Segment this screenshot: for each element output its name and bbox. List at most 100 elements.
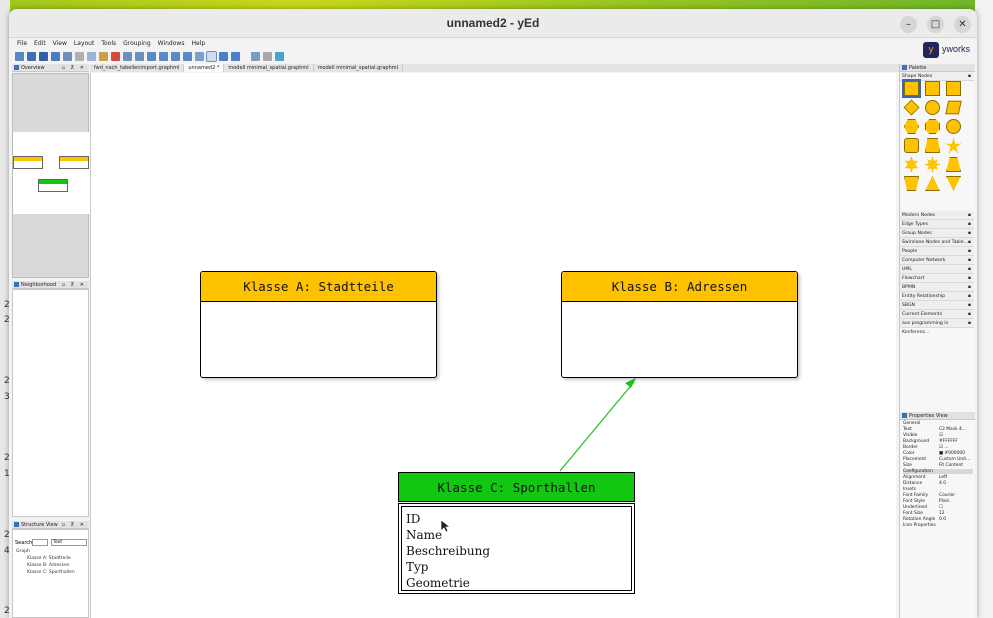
palette-section[interactable]: Computer Network▪ [900, 256, 974, 265]
palette-section[interactable]: Edge Types▪ [900, 220, 974, 229]
shape-star6-icon[interactable] [905, 157, 918, 172]
tree-item-node-b[interactable]: Klasse B: Adressen [27, 563, 70, 568]
interactive-mode-icon[interactable] [231, 51, 240, 61]
overview-controls[interactable]: ▫ ⊼ ✕ [61, 65, 86, 71]
palette-section[interactable]: SBGN▪ [900, 301, 974, 310]
snap-icon[interactable] [251, 51, 260, 61]
shape-circle-icon[interactable] [946, 119, 961, 134]
shape-parallelogram-icon[interactable] [945, 100, 962, 115]
menu-help[interactable]: Help [191, 40, 206, 47]
node-c-attribute-box[interactable]: ID Name Beschreibung Typ Geometrie [401, 506, 632, 591]
palette-section[interactable]: People▪ [900, 247, 974, 256]
delete-icon[interactable] [111, 51, 120, 61]
save-as-icon[interactable] [51, 51, 60, 61]
edge-c-to-b[interactable] [559, 381, 635, 472]
shape-star8-icon[interactable] [925, 157, 940, 172]
tab-document[interactable]: modell minimal_spatial.graphml [224, 64, 314, 72]
neighborhood-panel[interactable] [12, 289, 89, 517]
palette-section[interactable]: Current Elements▪ [900, 310, 974, 319]
shape-trapezoid-up-icon[interactable] [946, 157, 961, 172]
menu-layout[interactable]: Layout [73, 40, 95, 47]
minimize-button[interactable]: – [900, 16, 917, 33]
menu-file[interactable]: File [17, 40, 28, 47]
neighborhood-controls[interactable]: ▫ ⊼ ✕ [61, 282, 86, 288]
shape-hexagon-icon[interactable] [904, 119, 919, 134]
close-button[interactable]: ✕ [954, 16, 971, 33]
tab-document-active[interactable]: unnamed2 * [184, 64, 225, 72]
menu-tools[interactable]: Tools [101, 40, 117, 47]
structure-filter-select[interactable]: Text [51, 539, 87, 546]
structure-search-input[interactable] [32, 539, 48, 546]
tab-document[interactable]: modell minimal_spatial.graphml [314, 64, 404, 72]
property-row[interactable]: Color■ #000000 [903, 451, 965, 456]
cut-icon[interactable] [75, 51, 84, 61]
navigate-mode-icon[interactable] [219, 51, 228, 61]
shape-rounded-rect-icon[interactable] [904, 138, 919, 153]
open-file-icon[interactable] [27, 51, 36, 61]
palette-section-shape-nodes[interactable]: Shape Nodes▪ [900, 72, 974, 81]
edit-mode-icon[interactable] [206, 50, 217, 62]
redo-icon[interactable] [135, 51, 144, 61]
property-row[interactable]: Visible☑ [903, 433, 943, 438]
palette-section[interactable]: BPMN▪ [900, 283, 974, 292]
structure-controls[interactable]: ▫ ⊼ ✕ [61, 522, 86, 528]
fit-content-icon[interactable] [195, 51, 204, 61]
print-icon[interactable] [63, 51, 72, 61]
tab-document[interactable]: fwd_nach_tabellenimport.graphml [90, 64, 185, 72]
property-row[interactable]: Icon Properties [903, 523, 936, 528]
node-klasse-a[interactable]: Klasse A: Stadtteile [200, 271, 437, 378]
node-klasse-c[interactable]: Klasse C: Sporthallen ID Name Beschreibu… [398, 472, 635, 595]
shape-trapezoid-icon[interactable] [925, 138, 940, 153]
menu-edit[interactable]: Edit [34, 40, 46, 47]
graph-canvas[interactable]: Klasse A: Stadtteile Klasse B: Adressen … [90, 73, 896, 618]
new-file-icon[interactable] [15, 51, 24, 61]
title-bar[interactable]: unnamed2 - yEd – □ ✕ [9, 9, 977, 38]
property-row[interactable]: Insets [903, 487, 917, 492]
tree-item-node-a[interactable]: Klasse A: Stadtteile [27, 556, 71, 561]
save-icon[interactable] [39, 51, 48, 61]
shape-star5-icon[interactable] [946, 138, 961, 153]
palette-section[interactable]: aus programming in Konferenz...▪ [900, 319, 974, 335]
palette-section[interactable]: Swimlane Nodes and Table...▪ [900, 238, 974, 247]
shape-trapezoid-down-icon[interactable] [904, 176, 919, 191]
shape-triangle-down-icon[interactable] [946, 176, 961, 191]
shape-rect-shadow-icon[interactable] [925, 81, 940, 96]
shape-diamond-icon[interactable] [903, 99, 920, 116]
property-row[interactable]: Border☑ ... [903, 445, 949, 450]
palette-section[interactable]: Flowchart▪ [900, 274, 974, 283]
overview-panel[interactable] [12, 73, 90, 278]
menu-grouping[interactable]: Grouping [123, 40, 151, 47]
zoom-in-icon[interactable] [147, 51, 156, 61]
zoom-fit-icon[interactable] [171, 51, 180, 61]
shape-triangle-icon[interactable] [925, 176, 940, 191]
overview-viewport[interactable] [13, 132, 90, 214]
layout-icon[interactable] [275, 51, 284, 61]
property-row[interactable]: Underlined☐ [903, 505, 943, 510]
copy-icon[interactable] [87, 51, 96, 61]
palette-section[interactable]: UML▪ [900, 265, 974, 274]
tree-item-node-c[interactable]: Klasse C: Sporthallen [27, 570, 75, 575]
palette-section[interactable]: Modern Nodes▪ [900, 211, 974, 220]
property-row[interactable]: Background#FFFFFF [903, 439, 958, 444]
property-row[interactable]: Configuration [903, 469, 973, 474]
maximize-button[interactable]: □ [927, 16, 944, 33]
shape-rect-3d-icon[interactable] [946, 81, 961, 96]
shape-ellipse-icon[interactable] [925, 100, 940, 115]
palette-section[interactable]: Group Nodes▪ [900, 229, 974, 238]
zoom-out-icon[interactable] [159, 51, 168, 61]
undo-icon[interactable] [123, 51, 132, 61]
paste-icon[interactable] [99, 51, 108, 61]
tree-item-graph[interactable]: Graph [16, 549, 30, 554]
grid-icon[interactable] [263, 51, 272, 61]
shape-rectangle-icon[interactable] [902, 79, 921, 98]
shape-octagon-icon[interactable] [925, 119, 940, 134]
palette-section[interactable]: Entity Relationship▪ [900, 292, 974, 301]
